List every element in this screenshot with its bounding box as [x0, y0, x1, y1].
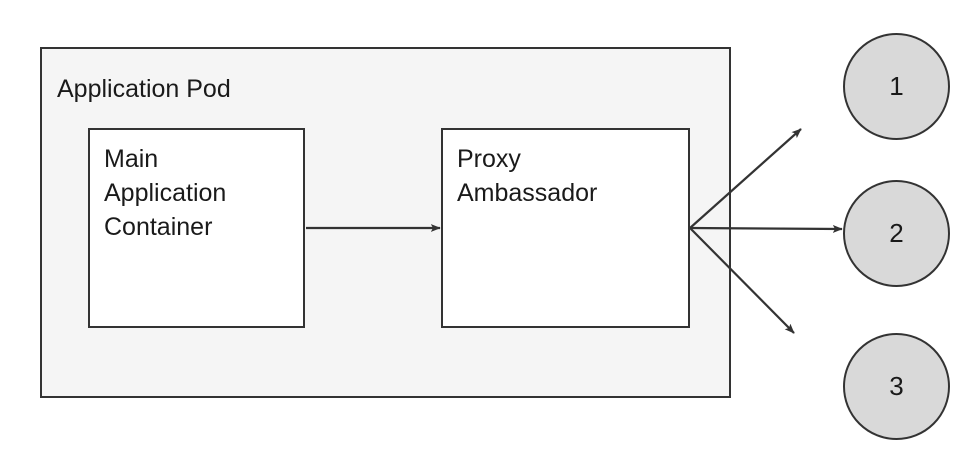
main-application-container-box[interactable]: Main Application Container	[88, 128, 305, 328]
main-application-container-label: Main Application Container	[104, 145, 227, 241]
service-circle-3-label: 3	[889, 371, 904, 401]
service-circle-2[interactable]: 2	[843, 180, 950, 287]
proxy-ambassador-label: Proxy Ambassador	[457, 145, 598, 207]
application-pod-label: Application Pod	[57, 75, 231, 103]
service-circle-1-label: 1	[889, 71, 904, 101]
service-circle-3[interactable]: 3	[843, 333, 950, 440]
service-circle-2-label: 2	[889, 218, 904, 248]
service-circle-1[interactable]: 1	[843, 33, 950, 140]
proxy-ambassador-box[interactable]: Proxy Ambassador	[441, 128, 690, 328]
